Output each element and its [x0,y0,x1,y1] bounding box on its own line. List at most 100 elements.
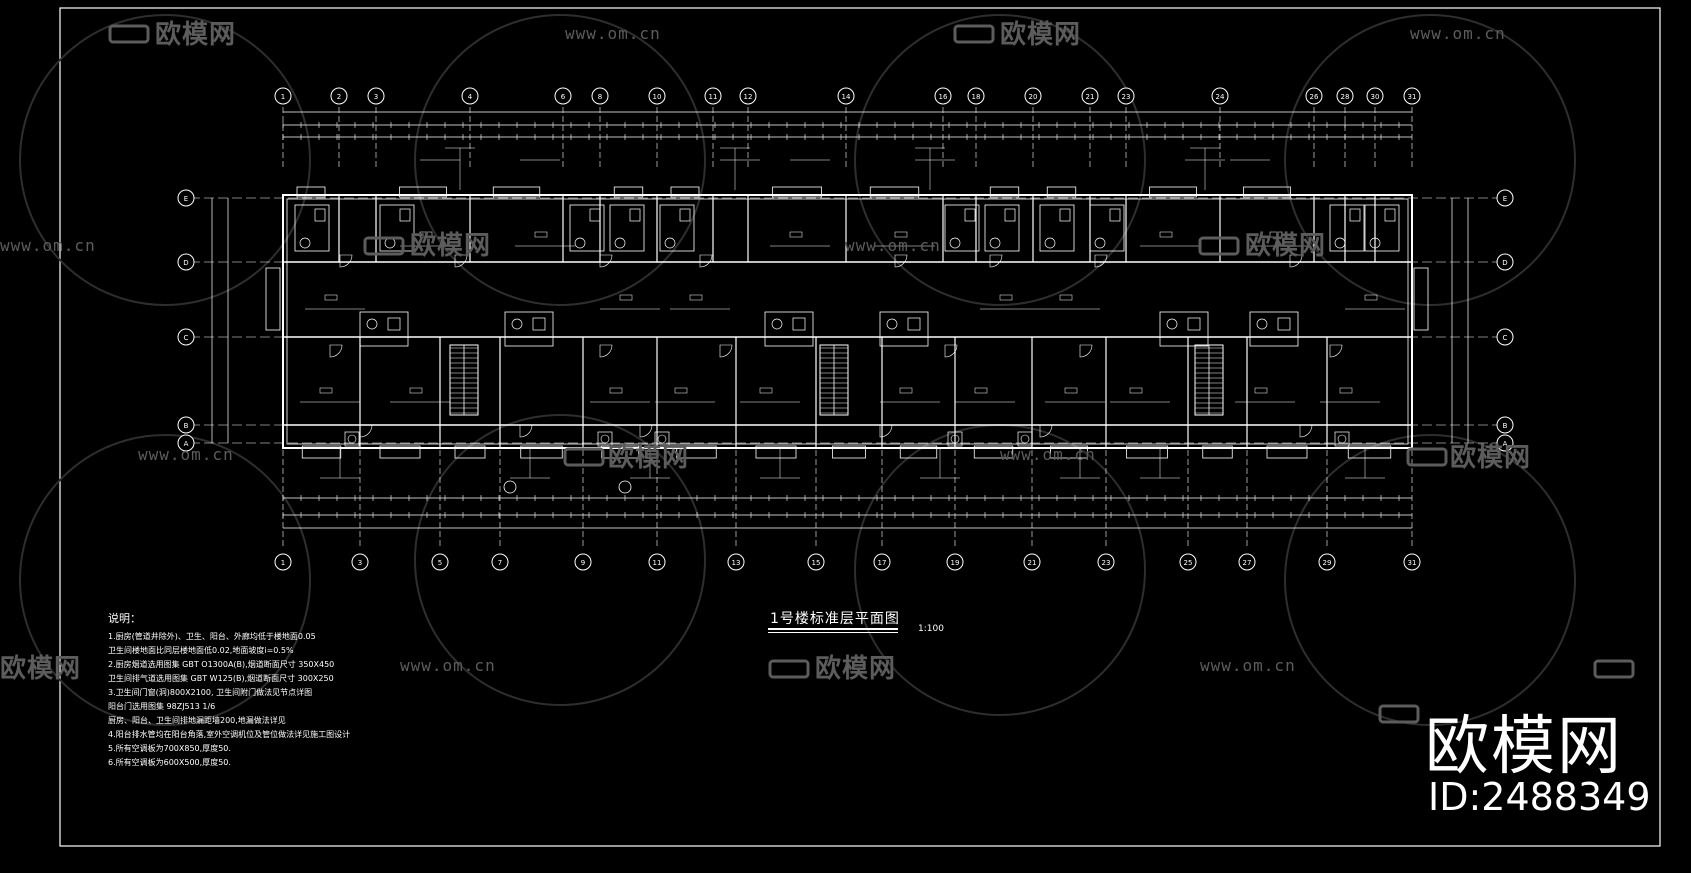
ac-unit [347,434,357,444]
note-line: 4.阳台排水管均在阳台角落,室外空调机位及管位做法详见施工图设计 [108,730,351,739]
axis-bubble [1366,87,1384,105]
note-line: 1.厨房(管道井除外)、卫生、阳台、外廊均低于楼地面0.05 [108,632,316,641]
axis-bubble [330,87,348,105]
axis-bubble [177,328,195,346]
design-notes: 说明： 1.厨房(管道井除外)、卫生、阳台、外廊均低于楼地面0.05 卫生间楼地… [108,612,408,770]
axis-label: 30 [1371,93,1380,101]
axis-label: 17 [878,559,887,567]
axis-bubble [1318,553,1336,571]
axis-bubble [1179,553,1197,571]
axis-bubble [648,553,666,571]
window [1149,186,1197,198]
watermark-url: www.om.cn [1200,656,1296,675]
sink [1349,208,1361,222]
axis-label: 5 [438,559,442,567]
room-label-mark [789,231,803,238]
axis-label: 10 [653,93,662,101]
toilet [949,237,961,249]
toilet [1166,318,1178,330]
window [301,445,342,459]
axis-label: 14 [842,93,851,101]
door-swing [519,424,533,438]
bathroom [1159,311,1209,347]
axis-label: 3 [374,93,378,101]
window [869,186,920,198]
note-line: 3.卫生间门窗(洞)800X2100, 卫生间附门做法见节点详图 [108,688,313,697]
ac-platform [654,431,670,447]
axis-bubble [1496,416,1514,434]
watermark-ring [19,14,311,306]
note-line: 5.所有空调板为700X850,厚度50. [108,744,231,753]
watermark-ring [414,414,706,706]
room-label-mark [1129,387,1143,394]
outer-wall [282,194,1413,449]
axis-label: B [184,422,189,430]
sink [792,317,806,331]
axis-label: 16 [939,93,948,101]
room-label-mark [894,231,908,238]
toilet [886,318,898,330]
axis-label: 19 [951,559,960,567]
watermark-brand: 欧模网 [155,20,237,50]
axis-label: 13 [732,559,741,567]
watermark-ring [1284,434,1576,726]
ac-platform [344,431,360,447]
bathroom [1089,204,1125,252]
window [676,445,717,459]
ac-platform [1017,431,1033,447]
window [520,445,563,459]
ac-platform [1334,431,1350,447]
watermark-sofa-icon [768,659,810,679]
room-label-mark [974,387,988,394]
axis-label: 25 [1184,559,1193,567]
window [613,186,644,198]
axis-bubble [727,553,745,571]
window [492,186,541,198]
notes-heading: 说明： [108,612,141,625]
bathroom [1249,311,1299,347]
axis-bubble [367,87,385,105]
watermark-url: www.om.cn [1000,445,1096,464]
toilet [511,318,523,330]
door-swing [894,254,908,268]
door-swing [989,254,1003,268]
window [832,445,866,459]
watermark-url: www.om.cn [138,445,234,464]
room-label-mark [759,387,773,394]
axis-label: 1 [281,93,285,101]
axis-bubble [934,87,952,105]
bathroom [1364,204,1400,252]
axis-label: 24 [1216,93,1225,101]
room-label-mark [409,387,423,394]
bathroom [569,204,605,252]
watermark-brand: 欧模网 [410,231,492,261]
axis-bubble [807,553,825,571]
axis-label: 11 [653,559,662,567]
watermark-ring [1284,14,1576,306]
door-swing [454,254,468,268]
axis-bubble [1117,87,1135,105]
axis-label: 31 [1408,559,1417,567]
axis-label: 20 [1029,93,1038,101]
window [772,186,822,198]
ac-unit [600,434,610,444]
axis-label: 21 [1086,93,1095,101]
toilet [1256,318,1268,330]
axis-label: A [1503,440,1508,448]
axis-label: 21 [1028,559,1037,567]
sink [679,208,691,222]
axis-label: 4 [468,93,473,101]
axis-bubble [1336,87,1354,105]
watermark-ring [854,14,1146,306]
axis-bubble [591,87,609,105]
detail-callout [618,480,632,494]
axis-bubble [1024,87,1042,105]
watermark-logo-text: 欧模网 [1425,710,1623,784]
room-label-mark [1339,387,1353,394]
note-line: 阳台门选用图集 98ZJ513 1/6 [108,702,216,711]
axis-label: A [184,440,189,448]
bathroom [879,311,929,347]
watermark-url: www.om.cn [565,24,661,43]
